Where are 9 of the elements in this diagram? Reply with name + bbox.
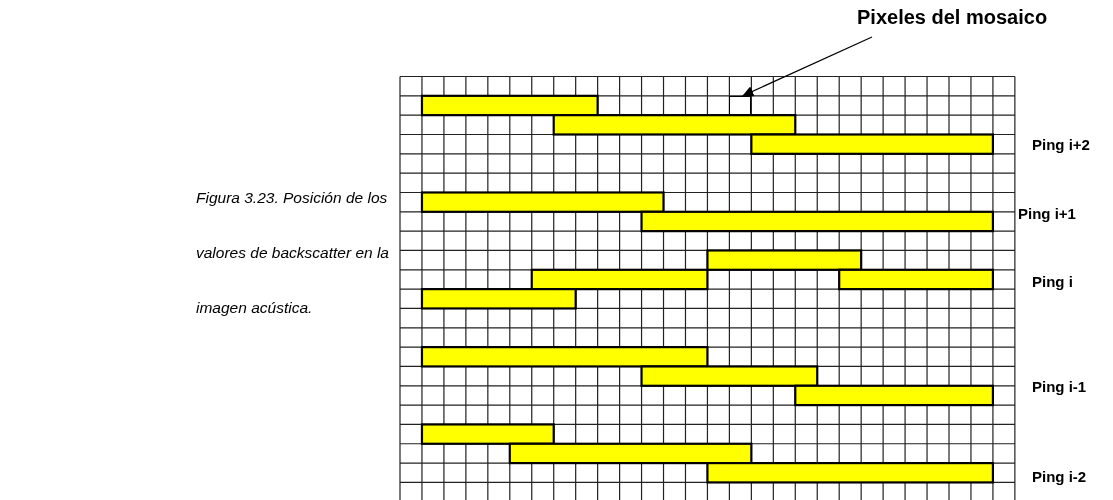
leader-arrow bbox=[742, 36, 873, 97]
ping-label: Ping i+1 bbox=[1018, 205, 1076, 222]
figure-caption: Figura 3.23. Posición de los valores de backscatter en la imagen acústica. bbox=[196, 188, 390, 318]
pixel-cell bbox=[729, 95, 752, 116]
ping-label: Ping i bbox=[1032, 273, 1073, 290]
ping-label: Ping i-1 bbox=[1032, 378, 1087, 395]
ping-label: Ping i+2 bbox=[1032, 136, 1090, 153]
callout-text: Pixeles del mosaico bbox=[857, 6, 1048, 28]
ping-label: Ping i-2 bbox=[1032, 468, 1087, 485]
